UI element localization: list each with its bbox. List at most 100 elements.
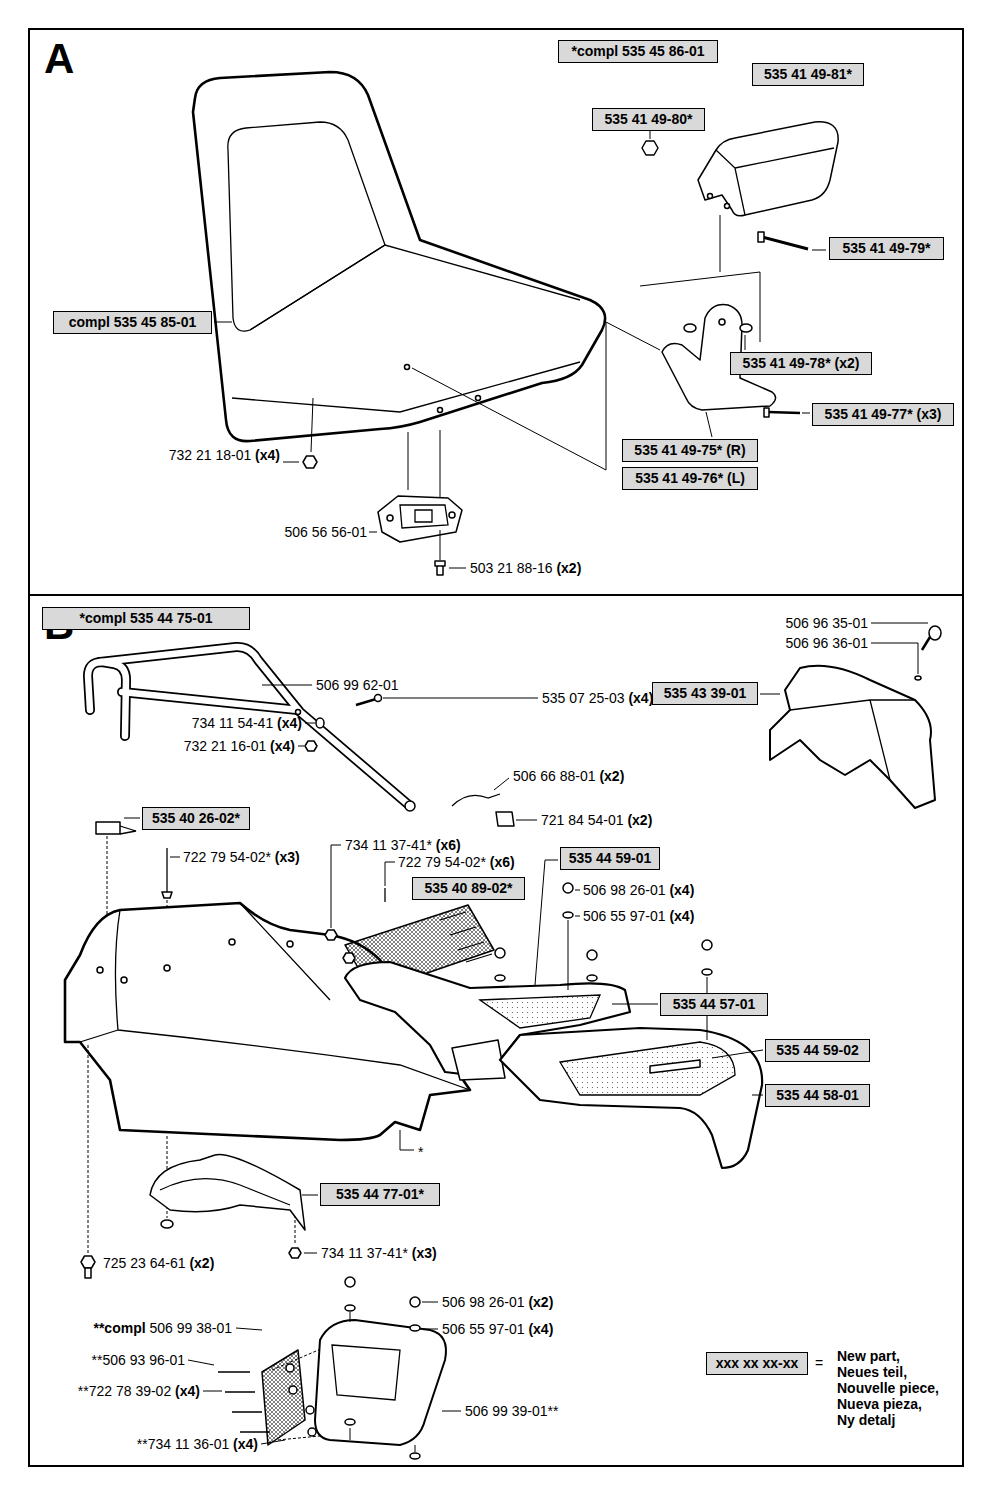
part-drawing [410,1453,420,1459]
part-drawing [218,1372,270,1432]
part-drawing [476,396,481,401]
part-number: 535 44 58-01 [771,1088,864,1103]
part-number: 535 41 49-81* [758,67,858,82]
part-number-box: 535 44 59-02 [765,1039,870,1062]
part-drawing [325,930,337,940]
part-drawing [405,365,410,370]
callout-number: New part, [837,1348,900,1364]
callout-number: * [418,1144,423,1160]
part-drawing [762,237,808,249]
part-number-box: 535 41 49-80* [592,108,705,131]
part-drawing [96,822,120,834]
part-drawing [563,883,573,893]
callout-number: 506 99 62-01 [316,677,399,693]
label-part: 506 98 26-01 [583,882,669,898]
part-drawing [85,1268,91,1278]
part-number-box: 535 41 49-76* (L) [622,467,758,490]
part-drawing [568,920,569,990]
callout-number: 506 98 26-01 (x2) [442,1294,553,1310]
callout-number: **734 11 36-01 (x4) [137,1436,258,1452]
part-number: 535 43 39-01 [658,686,752,701]
part-number-box: 535 40 26-02* [142,807,250,830]
part-drawing [384,888,385,902]
part-drawing [193,72,605,441]
part-drawing [88,1045,89,1254]
label-part: (x4) [528,1321,553,1337]
part-number: *compl 535 44 75-01 [48,611,244,626]
part-drawing [575,890,580,916]
part-drawing [712,1050,763,1058]
part-number: *compl 535 45 86-01 [564,44,712,59]
part-drawing [228,122,385,331]
part-number: 535 41 49-79* [835,241,938,256]
label-part: (x4) [669,882,694,898]
cover-drawing [760,623,941,808]
part-drawing [871,623,928,674]
part-drawing [286,1364,294,1372]
label-part: (x2) [528,1294,553,1310]
label-part: (x2) [189,1255,214,1271]
part-number-box: 535 41 49-79* [829,237,944,260]
callout-number: 734 11 37-41* (x6) [345,837,461,853]
part-drawing [124,818,140,819]
part-drawing [378,496,462,542]
part-number: compl 535 45 85-01 [59,315,206,330]
part-drawing [303,456,317,468]
part-drawing [166,848,167,892]
label-part: (x3) [412,1245,437,1261]
part-drawing [331,845,341,928]
label-part: 506 99 62-01 [316,677,399,693]
part-drawing [350,1312,351,1322]
label-part: **506 93 96-01 [92,1352,185,1368]
part-drawing [385,862,395,886]
part-number-box: 535 41 49-75* (R) [622,439,758,462]
label-part: 725 23 64-61 [103,1255,189,1271]
part-drawing [308,1428,316,1436]
callout-number: 506 96 35-01 [785,615,868,631]
callout-number: 535 07 25-03 (x4) [542,690,653,706]
part-number: 535 41 49-76* (L) [628,471,752,486]
label-part: (x2) [556,560,581,576]
part-drawing [400,505,448,528]
callout-number: 506 55 97-01 (x4) [442,1321,553,1337]
part-drawing [343,953,355,963]
roll-bar-drawing [88,647,538,826]
callout-number: 506 56 56-01 [284,524,367,540]
part-drawing [560,1042,735,1095]
callout-number: Nueva pieza, [837,1396,922,1412]
part-number-box: 535 43 39-01 [652,682,758,705]
part-drawing [650,131,651,139]
part-number-box: 535 41 49-78* (x2) [730,352,872,375]
part-drawing [706,335,810,437]
part-number-box: 535 44 57-01 [660,993,768,1016]
armrest-drawing [412,122,838,470]
panel-frame: A*compl 535 45 86-01535 41 49-81*535 41 … [28,28,964,596]
part-drawing [316,718,324,728]
seat-drawing [193,72,605,441]
label-part: 503 21 88-16 [470,560,556,576]
part-drawing [702,940,712,950]
part-drawing [563,912,573,918]
part-drawing [452,1040,505,1080]
part-number: xxx xx xx-xx [712,1356,802,1371]
part-drawing [289,1386,297,1394]
callout-number: Neues teil, [837,1364,907,1380]
part-drawing [161,1220,173,1228]
part-drawing [760,694,780,695]
part-drawing [122,692,298,710]
part-drawing [345,1305,355,1311]
part-number-box: *compl 535 44 75-01 [42,607,250,630]
label-part: (x3) [275,849,300,865]
part-drawing [922,637,930,650]
part-drawing [422,1302,461,1411]
label-part: 506 55 97-01 [442,1321,528,1337]
label-part: 722 79 54-02* [398,854,490,870]
label-part: 506 96 35-01 [785,615,868,631]
part-drawing [97,967,103,973]
callout-number: = [815,1355,823,1371]
callout-number: 734 11 54-41 (x4) [192,715,302,731]
label-part: = [815,1355,823,1371]
part-drawing [162,892,172,898]
label-part: (x6) [490,854,515,870]
